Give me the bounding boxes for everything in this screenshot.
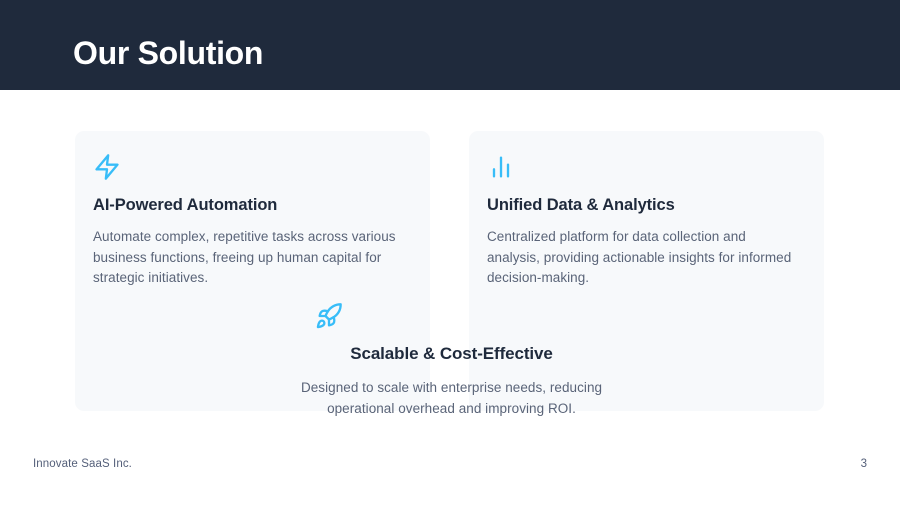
page-title: Our Solution bbox=[73, 35, 264, 71]
feature-card-ai-powered-automation[interactable]: AI-Powered Automation Automate complex, … bbox=[75, 131, 430, 411]
zap-icon bbox=[95, 154, 119, 180]
rocket-icon bbox=[316, 303, 342, 329]
feature-card-unified-data-analytics[interactable]: Unified Data & Analytics Centralized pla… bbox=[469, 131, 824, 411]
slide-header: Our Solution bbox=[0, 0, 900, 90]
feature-card-body: Centralized platform for data collection… bbox=[487, 229, 792, 285]
feature-card-body: Designed to scale with enterprise needs,… bbox=[300, 380, 603, 416]
bar-chart-icon bbox=[492, 156, 510, 178]
feature-card-heading: Scalable & Cost-Effective bbox=[350, 344, 553, 363]
feature-card-body: Automate complex, repetitive tasks acros… bbox=[93, 229, 396, 285]
feature-card-scalable-cost-effective[interactable]: Scalable & Cost-Effective Designed to sc… bbox=[271, 290, 628, 440]
footer-page-number: 3 bbox=[860, 458, 867, 470]
footer-company: Innovate SaaS Inc. bbox=[33, 458, 132, 470]
feature-card-heading: AI-Powered Automation bbox=[93, 196, 278, 214]
feature-card-heading: Unified Data & Analytics bbox=[487, 196, 675, 214]
